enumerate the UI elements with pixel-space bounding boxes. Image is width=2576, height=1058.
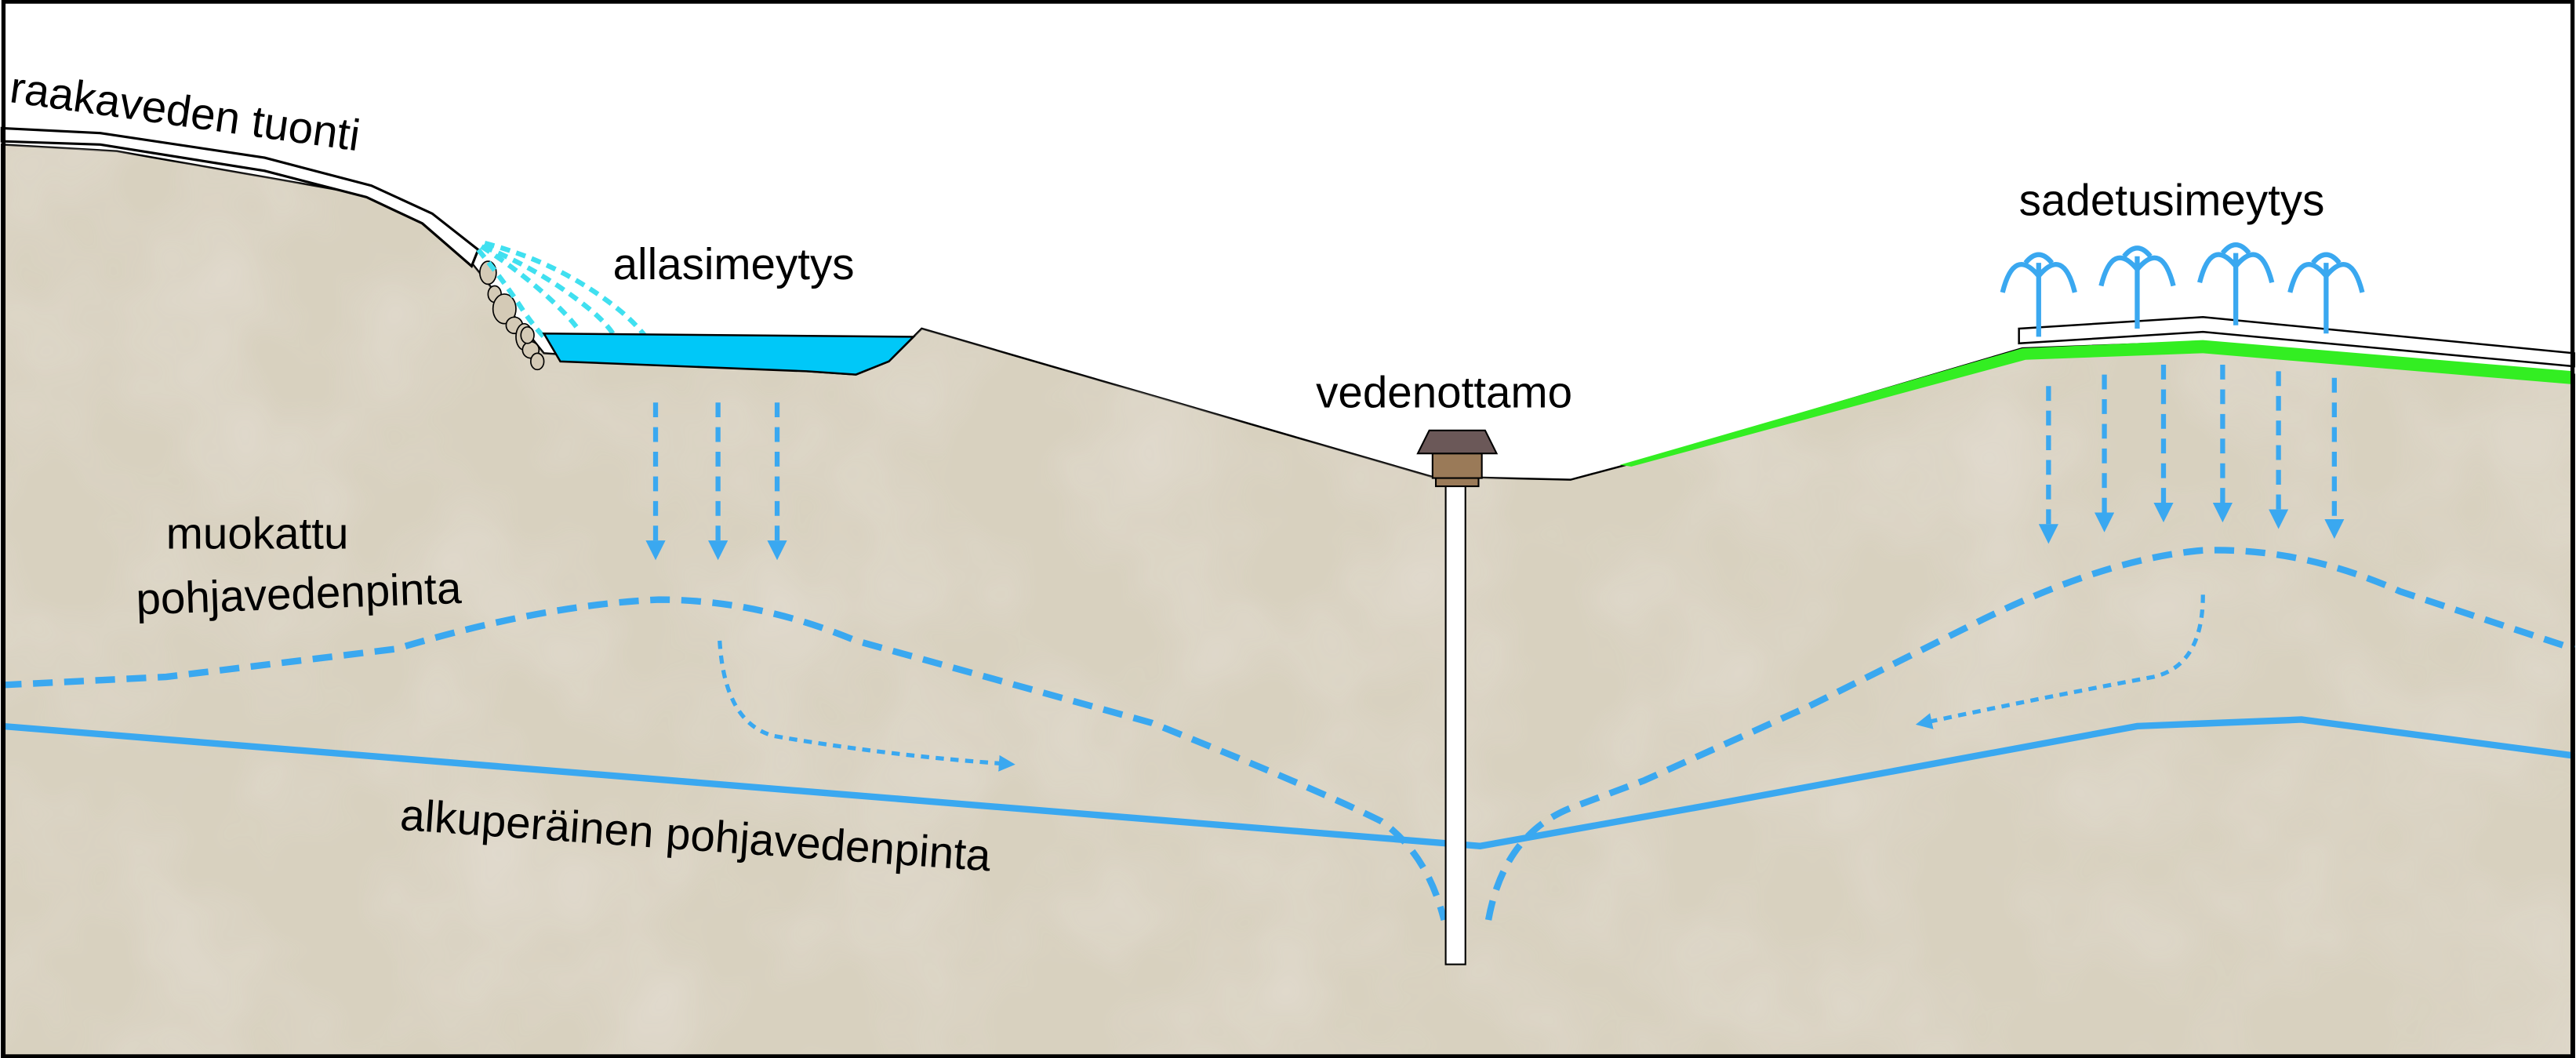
label-sprinkler-infiltration: sadetusimeytys	[2019, 175, 2325, 224]
groundwater-flow-arrows	[718, 594, 2205, 772]
inflow-spray	[476, 240, 648, 339]
sprinkler-icon	[2098, 245, 2176, 329]
raw-water-pipe	[0, 126, 480, 268]
label-water-intake: vedenottamo	[1316, 367, 1572, 416]
modified-groundwater-table	[1484, 547, 2575, 921]
sprinklers	[2000, 242, 2365, 337]
sprinkler-icon	[2287, 252, 2365, 334]
well-pipe	[1444, 483, 1466, 965]
modified-groundwater-table	[2, 596, 1448, 922]
sprinkler-icon	[2197, 242, 2275, 325]
intake-house	[1431, 453, 1483, 479]
label-basin-infiltration: allasimeytys	[613, 239, 855, 289]
original-groundwater-table	[1, 716, 2575, 850]
sprinkler-icon	[2000, 252, 2077, 337]
infiltration-basin	[542, 332, 916, 376]
soil-texture	[2, 144, 2574, 1058]
label-modified-gw-2: pohjavedenpinta	[135, 563, 463, 624]
label-modified-gw-1: muokattu	[166, 509, 349, 558]
intake-roof-icon	[1416, 429, 1499, 455]
infiltration-arrows	[645, 365, 2345, 561]
stone-embankment	[479, 260, 545, 371]
